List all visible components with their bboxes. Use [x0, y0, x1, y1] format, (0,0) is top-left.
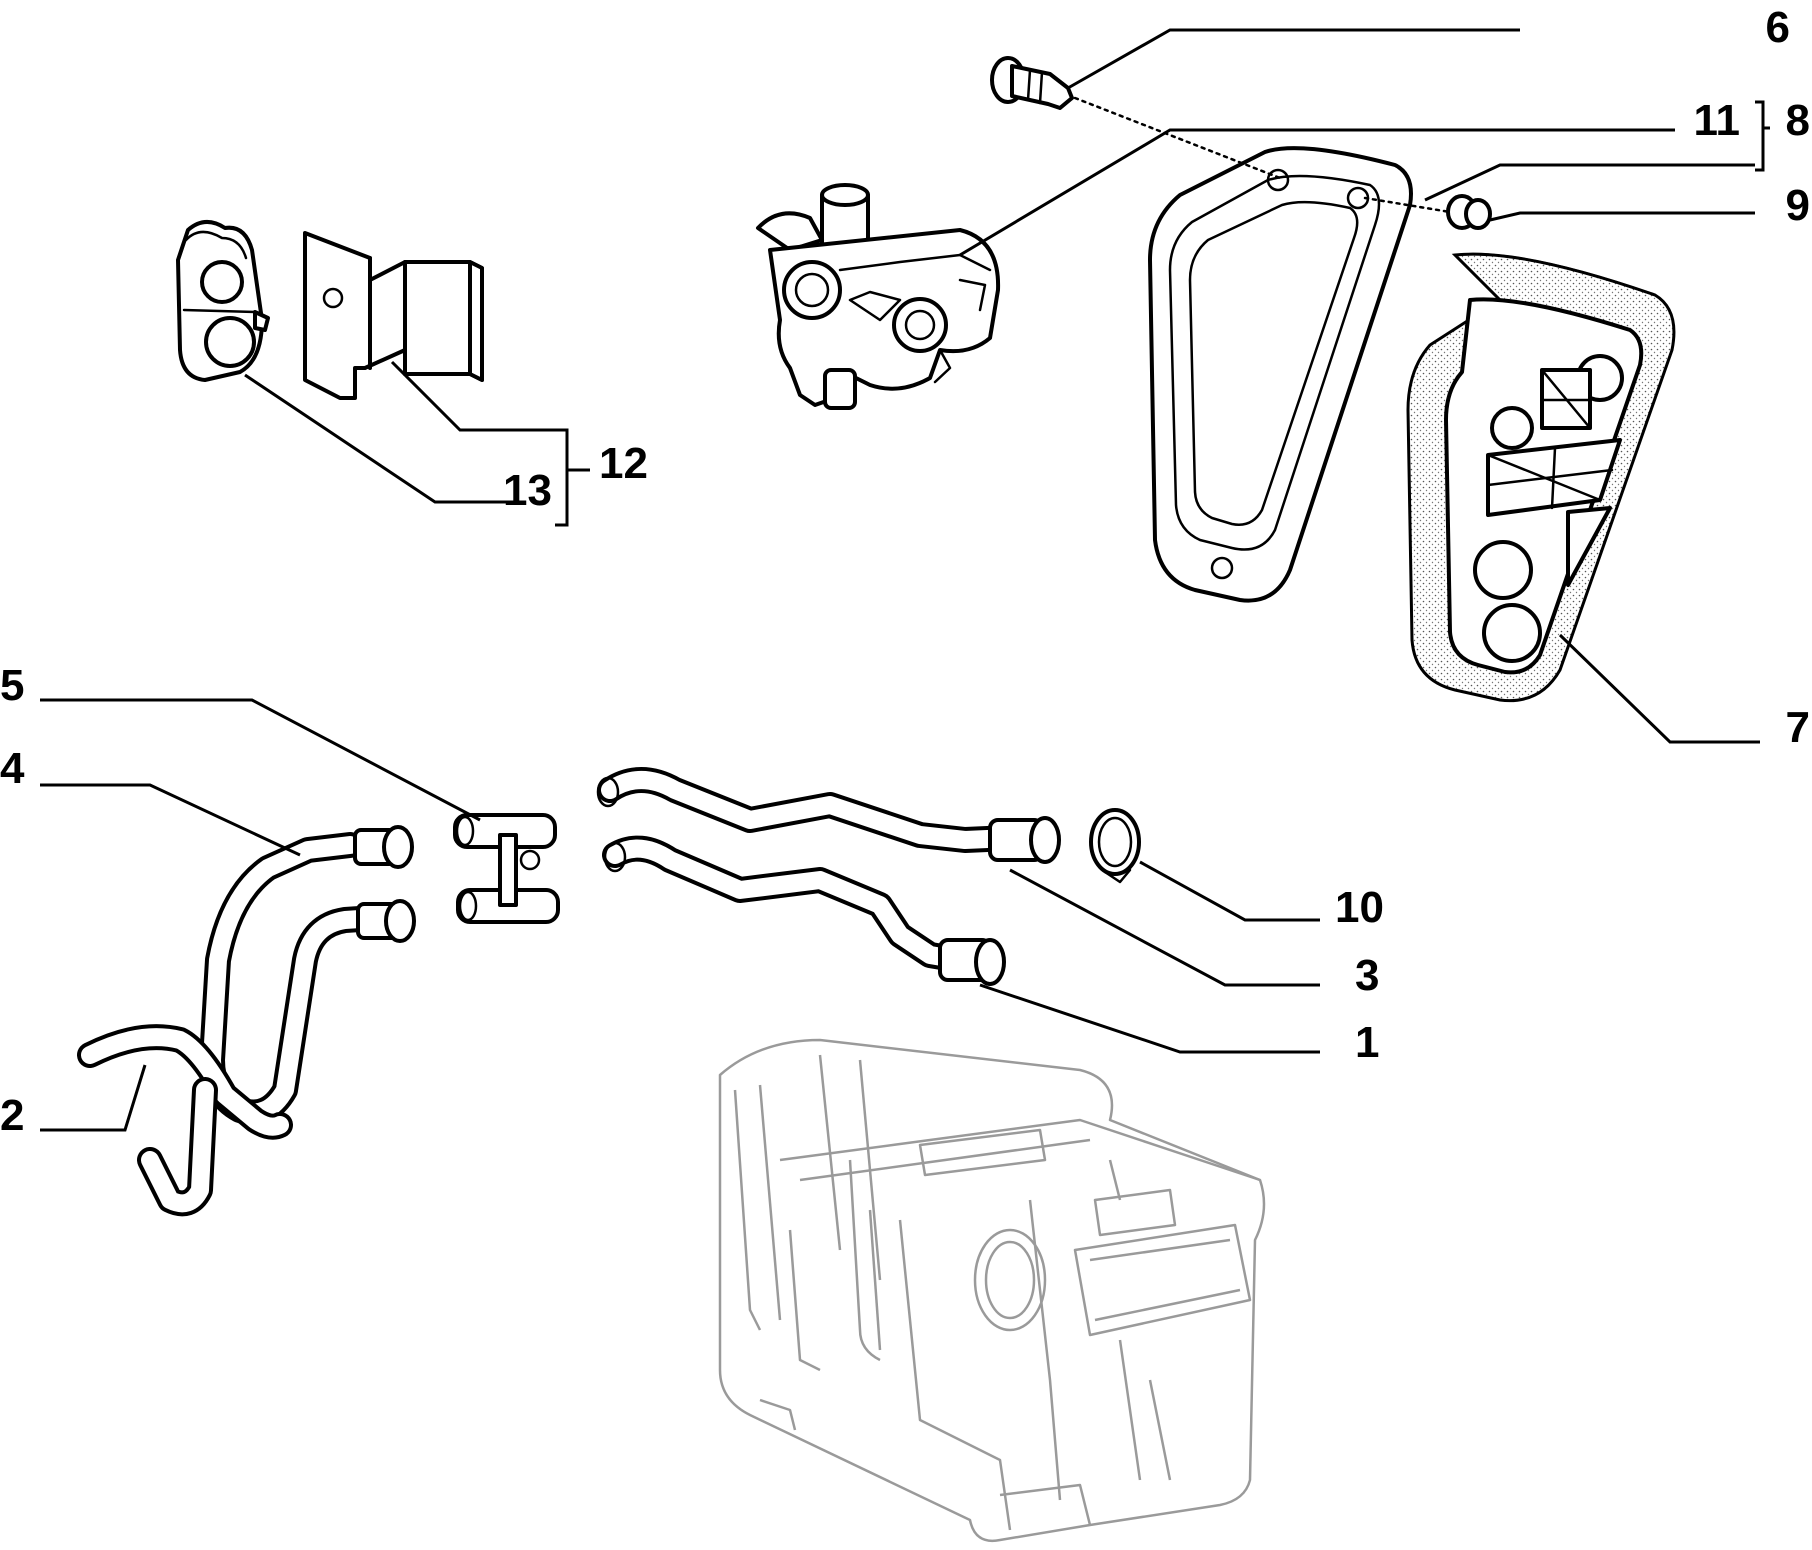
part-2-tube — [77, 1024, 293, 1217]
part-12-bracket — [303, 231, 484, 400]
callout-4: 4 — [0, 744, 25, 793]
part-5-connector — [453, 813, 560, 924]
callout-9: 9 — [1786, 181, 1810, 230]
callout-11: 11 — [1693, 96, 1740, 145]
callout-2: 2 — [0, 1091, 24, 1140]
heater-housing-outline — [718, 1038, 1266, 1543]
part-7-vent-panel — [1406, 252, 1676, 703]
part-10-clamp — [1089, 808, 1141, 884]
callout-labels: 6 11 8 9 7 12 13 5 4 2 10 3 1 — [0, 3, 1810, 1140]
part-4-tube — [199, 825, 416, 1126]
callout-12: 12 — [599, 439, 648, 488]
callout-3: 3 — [1355, 951, 1379, 1000]
part-3-tube — [596, 767, 1061, 864]
leader-lines — [40, 28, 1770, 1132]
callout-7: 7 — [1786, 703, 1810, 752]
callout-1: 1 — [1355, 1018, 1379, 1067]
part-11-gasket — [1148, 146, 1413, 603]
callout-5: 5 — [0, 661, 24, 710]
callout-8: 8 — [1786, 96, 1810, 145]
part-8-valve-assembly — [756, 183, 1001, 410]
part-1-tube — [602, 835, 1006, 986]
callout-6: 6 — [1766, 3, 1790, 52]
part-6-screw — [990, 56, 1074, 110]
part-13-clip — [176, 220, 270, 382]
callout-10: 10 — [1335, 883, 1384, 932]
callout-13: 13 — [503, 466, 552, 515]
part-9-nut — [1446, 194, 1492, 230]
